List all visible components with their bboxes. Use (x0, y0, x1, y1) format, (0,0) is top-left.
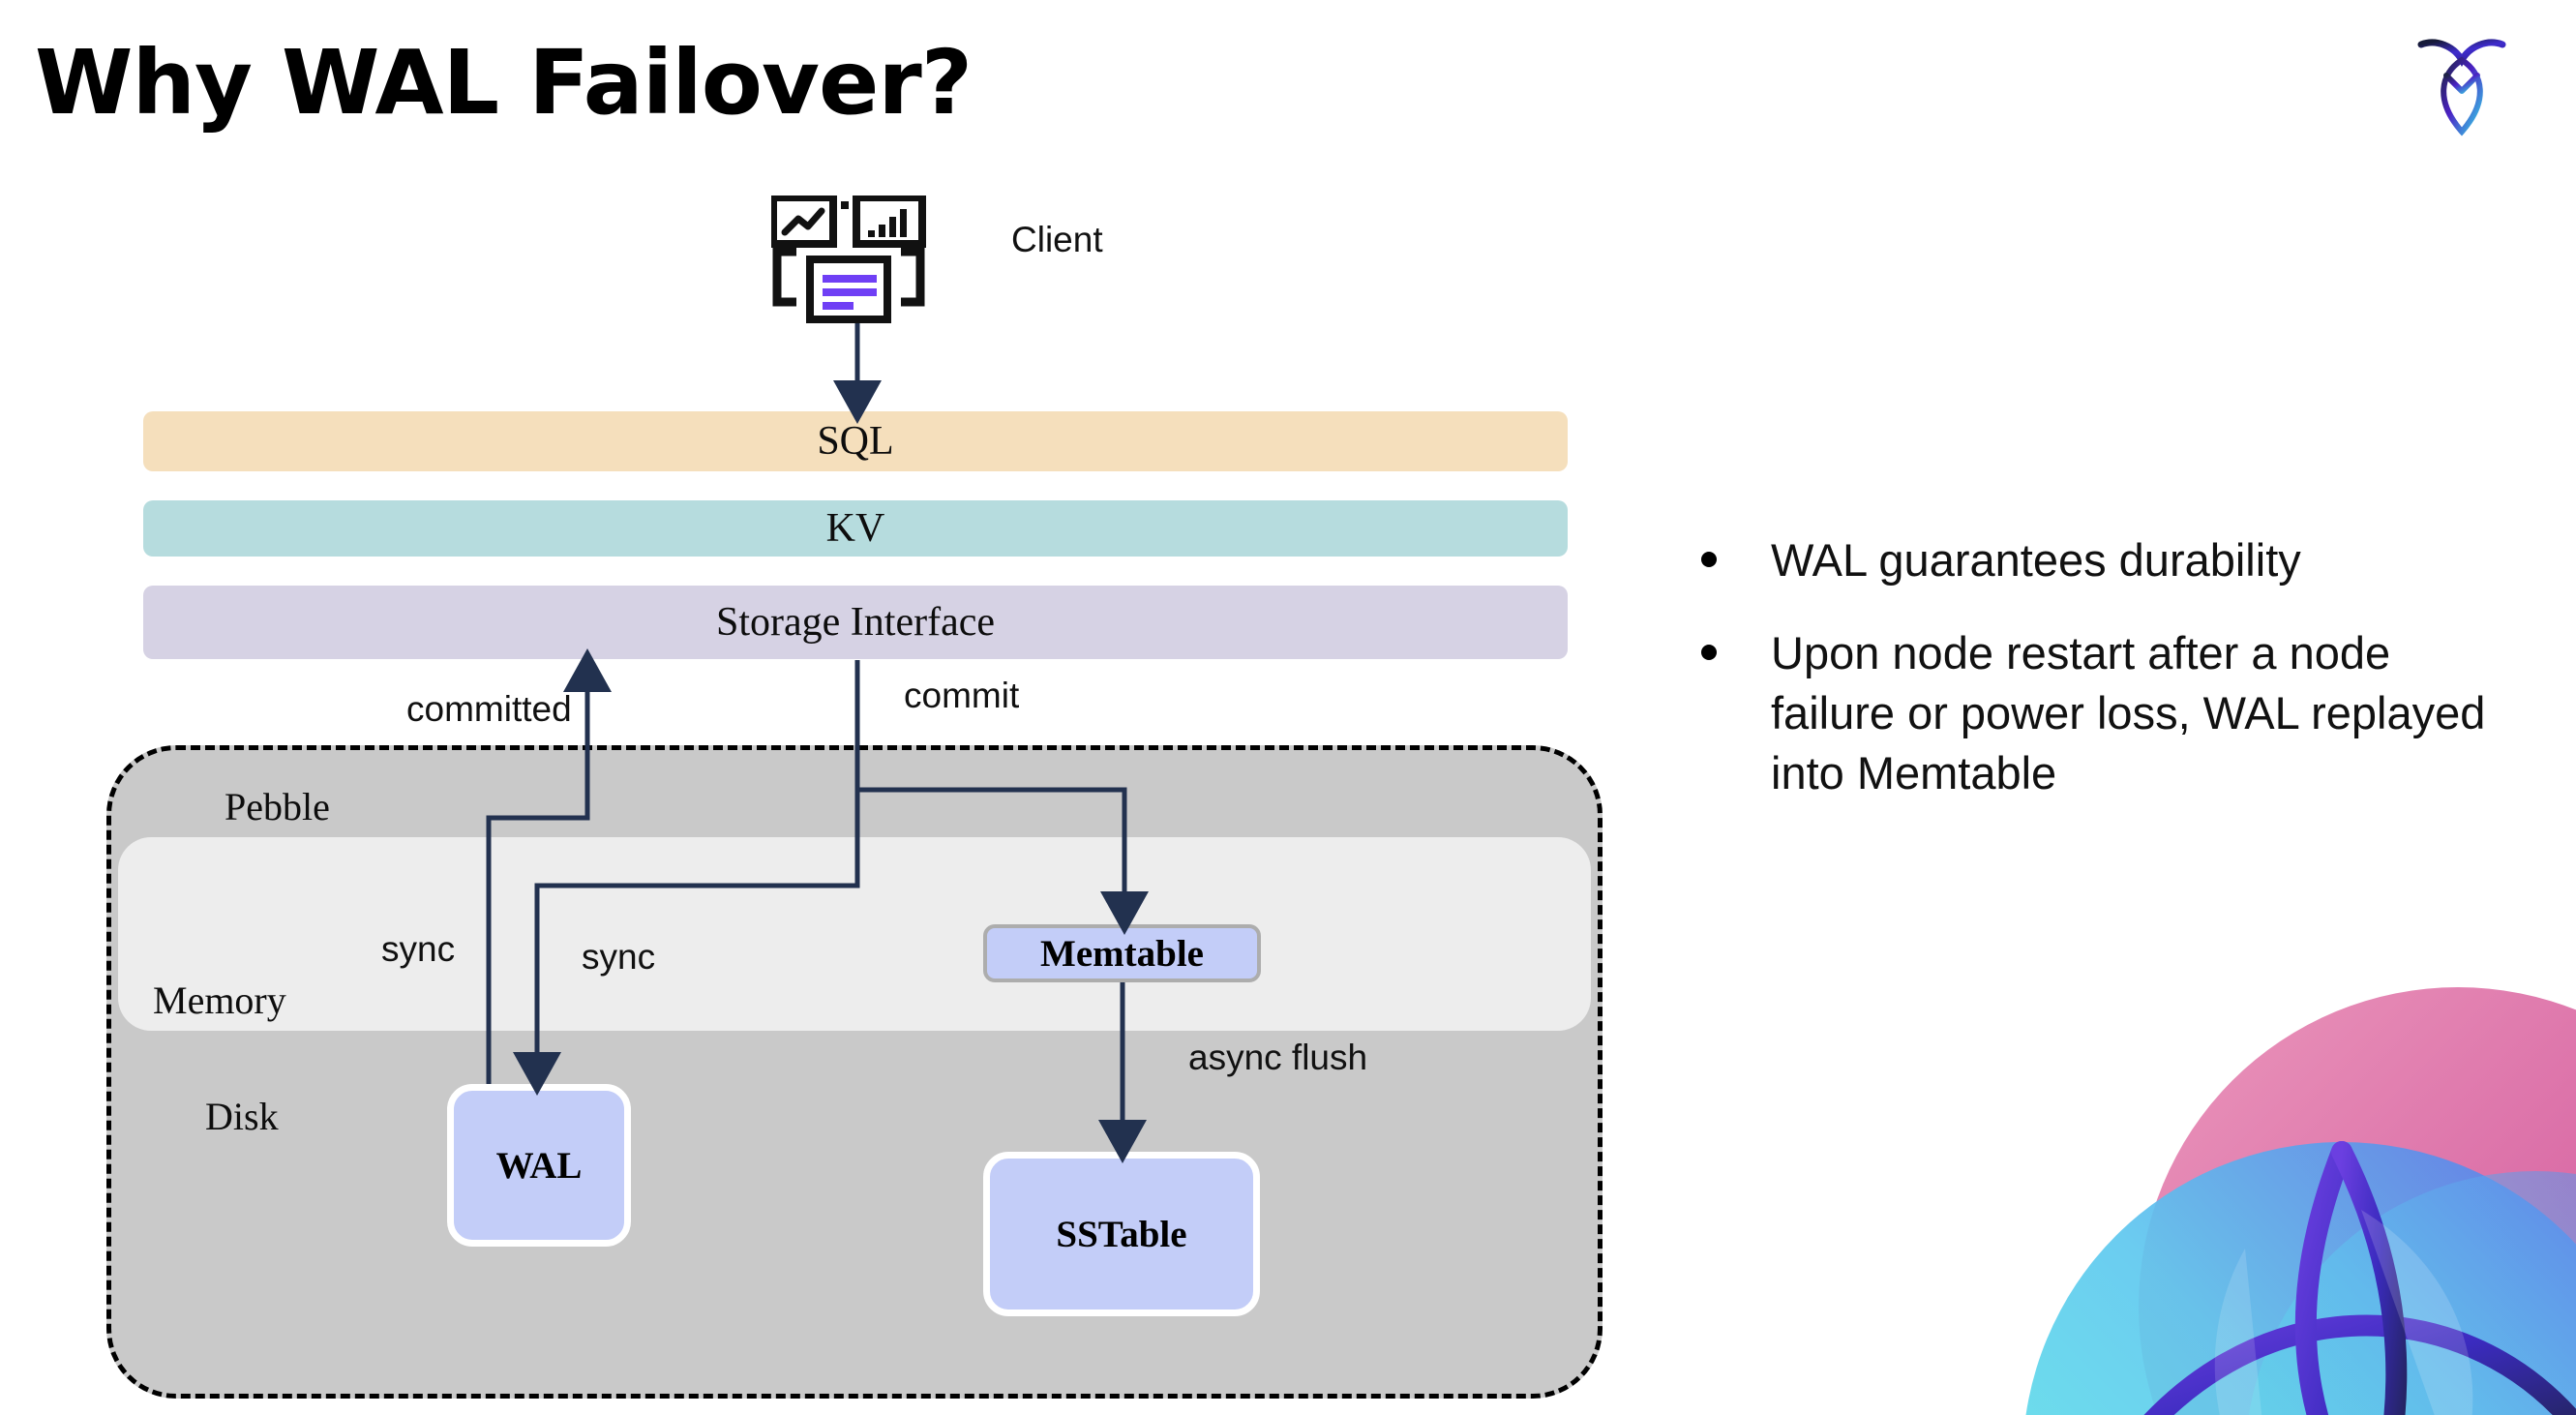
list-item: Upon node restart after a node failure o… (1701, 623, 2504, 803)
page-title: Why WAL Failover? (35, 31, 973, 135)
layer-bar-sql: SQL (143, 411, 1568, 471)
node-sstable-label: SSTable (1056, 1213, 1187, 1255)
pebble-label: Pebble (225, 785, 330, 828)
disk-label: Disk (205, 1095, 279, 1138)
bullet-text: Upon node restart after a node failure o… (1771, 627, 2486, 799)
layer-bar-sql-label: SQL (817, 419, 894, 464)
layer-bar-storage-interface: Storage Interface (143, 586, 1568, 659)
layer-bar-kv-label: KV (825, 506, 885, 551)
bullet-list: WAL guarantees durability Upon node rest… (1701, 530, 2504, 836)
edge-label-sync-wal: sync (582, 937, 656, 977)
memory-label: Memory (153, 978, 286, 1022)
decorative-circles-graphic (1955, 919, 2576, 1415)
memory-panel (118, 837, 1591, 1031)
layer-bar-storage-interface-label: Storage Interface (716, 600, 995, 645)
node-sstable: SSTable (983, 1152, 1260, 1316)
node-wal-label: WAL (495, 1144, 583, 1187)
list-item: WAL guarantees durability (1701, 530, 2504, 590)
edge-label-commit: commit (904, 676, 1020, 715)
bullet-text: WAL guarantees durability (1771, 534, 2301, 586)
edge-label-sync-committed: sync (381, 929, 456, 969)
bullet-dot-icon (1701, 645, 1717, 661)
node-wal: WAL (447, 1084, 631, 1247)
layer-bar-kv: KV (143, 500, 1568, 557)
edge-label-async-flush: async flush (1188, 1038, 1368, 1077)
client-icon (769, 194, 926, 323)
node-memtable-label: Memtable (1040, 932, 1204, 975)
cockroachdb-logo-icon (2411, 31, 2512, 137)
bullet-dot-icon (1701, 552, 1717, 567)
edge-label-committed: committed (406, 689, 572, 729)
client-label: Client (1011, 220, 1103, 259)
node-memtable: Memtable (983, 924, 1261, 982)
